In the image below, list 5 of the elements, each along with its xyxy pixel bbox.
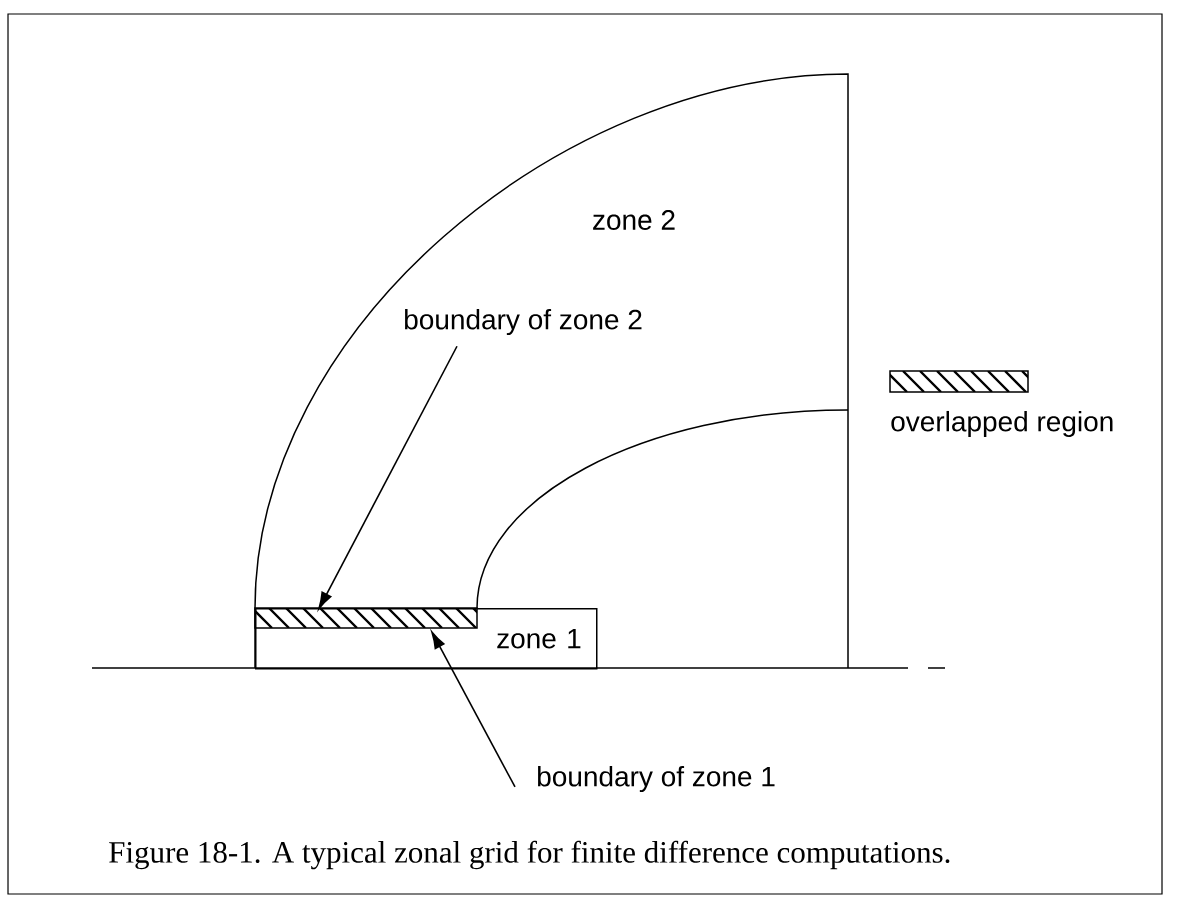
legend-text: overlapped region — [891, 410, 1113, 438]
caption: Figure 18-1. A typical zonal grid for finite difference computations. — [109, 840, 950, 870]
callout-text: boundary of zone 1 — [538, 765, 775, 793]
leader-arrow — [318, 345, 458, 610]
leader-arrow — [431, 631, 516, 788]
